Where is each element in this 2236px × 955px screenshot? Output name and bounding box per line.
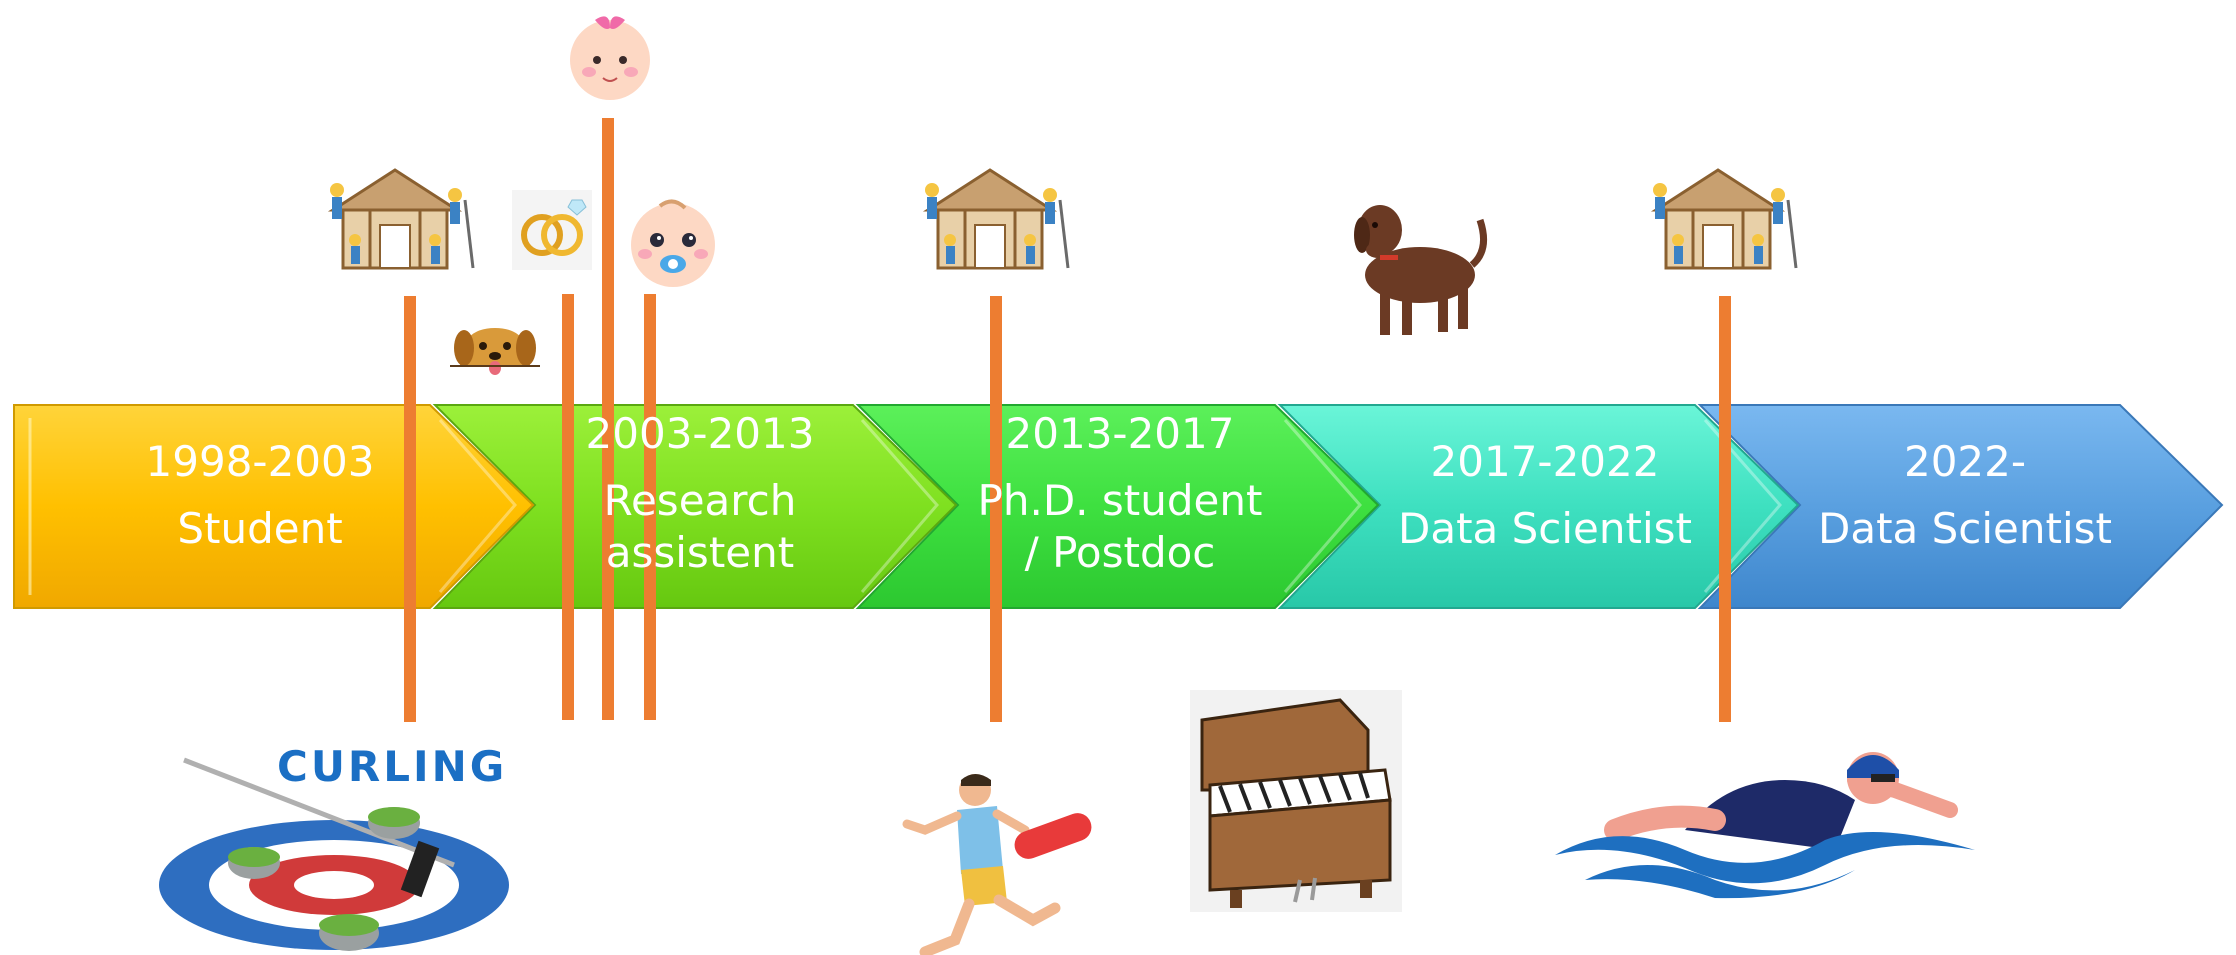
baby-girl-icon xyxy=(570,16,650,100)
house-construction-icon xyxy=(1650,168,1798,270)
event-line xyxy=(602,118,614,720)
segment-role: Research xyxy=(603,475,797,525)
segment-role-line2: assistent xyxy=(605,528,795,577)
segment-role: Ph.D. student xyxy=(977,475,1263,525)
segment-role-line2: / Postdoc xyxy=(1024,528,1216,577)
wedding-rings-icon xyxy=(512,190,592,270)
curling-title: CURLING xyxy=(277,742,508,791)
segment-label-5: 2022- Data Scientist xyxy=(1810,436,2120,555)
lifeguard-runner-icon xyxy=(902,774,1092,955)
event-line xyxy=(644,294,656,720)
curling-stone-icon xyxy=(319,914,379,951)
segment-role: Data Scientist xyxy=(1818,503,2112,553)
segment-label-2: 2003-2013 Research assistent xyxy=(580,408,820,580)
event-line xyxy=(990,296,1002,722)
segment-years: 1998-2003 xyxy=(145,437,375,486)
curling-stone-icon xyxy=(368,807,420,839)
swimmer-icon xyxy=(1555,752,1975,899)
segment-label-3: 2013-2017 Ph.D. student / Postdoc xyxy=(965,408,1275,580)
segment-chevron-5 xyxy=(1697,404,2224,609)
house-construction-icon xyxy=(327,168,475,270)
segment-label-1: 1998-2003 Student xyxy=(140,436,380,555)
curling-icon xyxy=(144,745,524,955)
house-construction-icon xyxy=(922,168,1070,270)
segment-years: 2013-2017 xyxy=(1005,409,1235,458)
segment-years: 2017-2022 xyxy=(1430,437,1660,486)
segment-chevron-4 xyxy=(1277,404,1800,609)
dog-icon xyxy=(1354,205,1488,335)
segment-years: 2003-2013 xyxy=(585,409,815,458)
curling-stone-icon xyxy=(228,847,280,879)
event-line xyxy=(1719,296,1731,722)
segment-role: Student xyxy=(177,503,343,553)
baby-boy-icon xyxy=(631,199,715,287)
segment-years: 2022- xyxy=(1903,437,2027,486)
segment-role: Data Scientist xyxy=(1398,503,1692,553)
puppy-icon xyxy=(450,328,540,375)
segment-chevron-3 xyxy=(855,404,1380,609)
event-line xyxy=(562,294,574,720)
segment-label-4: 2017-2022 Data Scientist xyxy=(1390,436,1700,555)
event-line xyxy=(404,296,416,722)
piano-icon xyxy=(1190,690,1402,912)
segment-chevron-1 xyxy=(13,404,535,609)
